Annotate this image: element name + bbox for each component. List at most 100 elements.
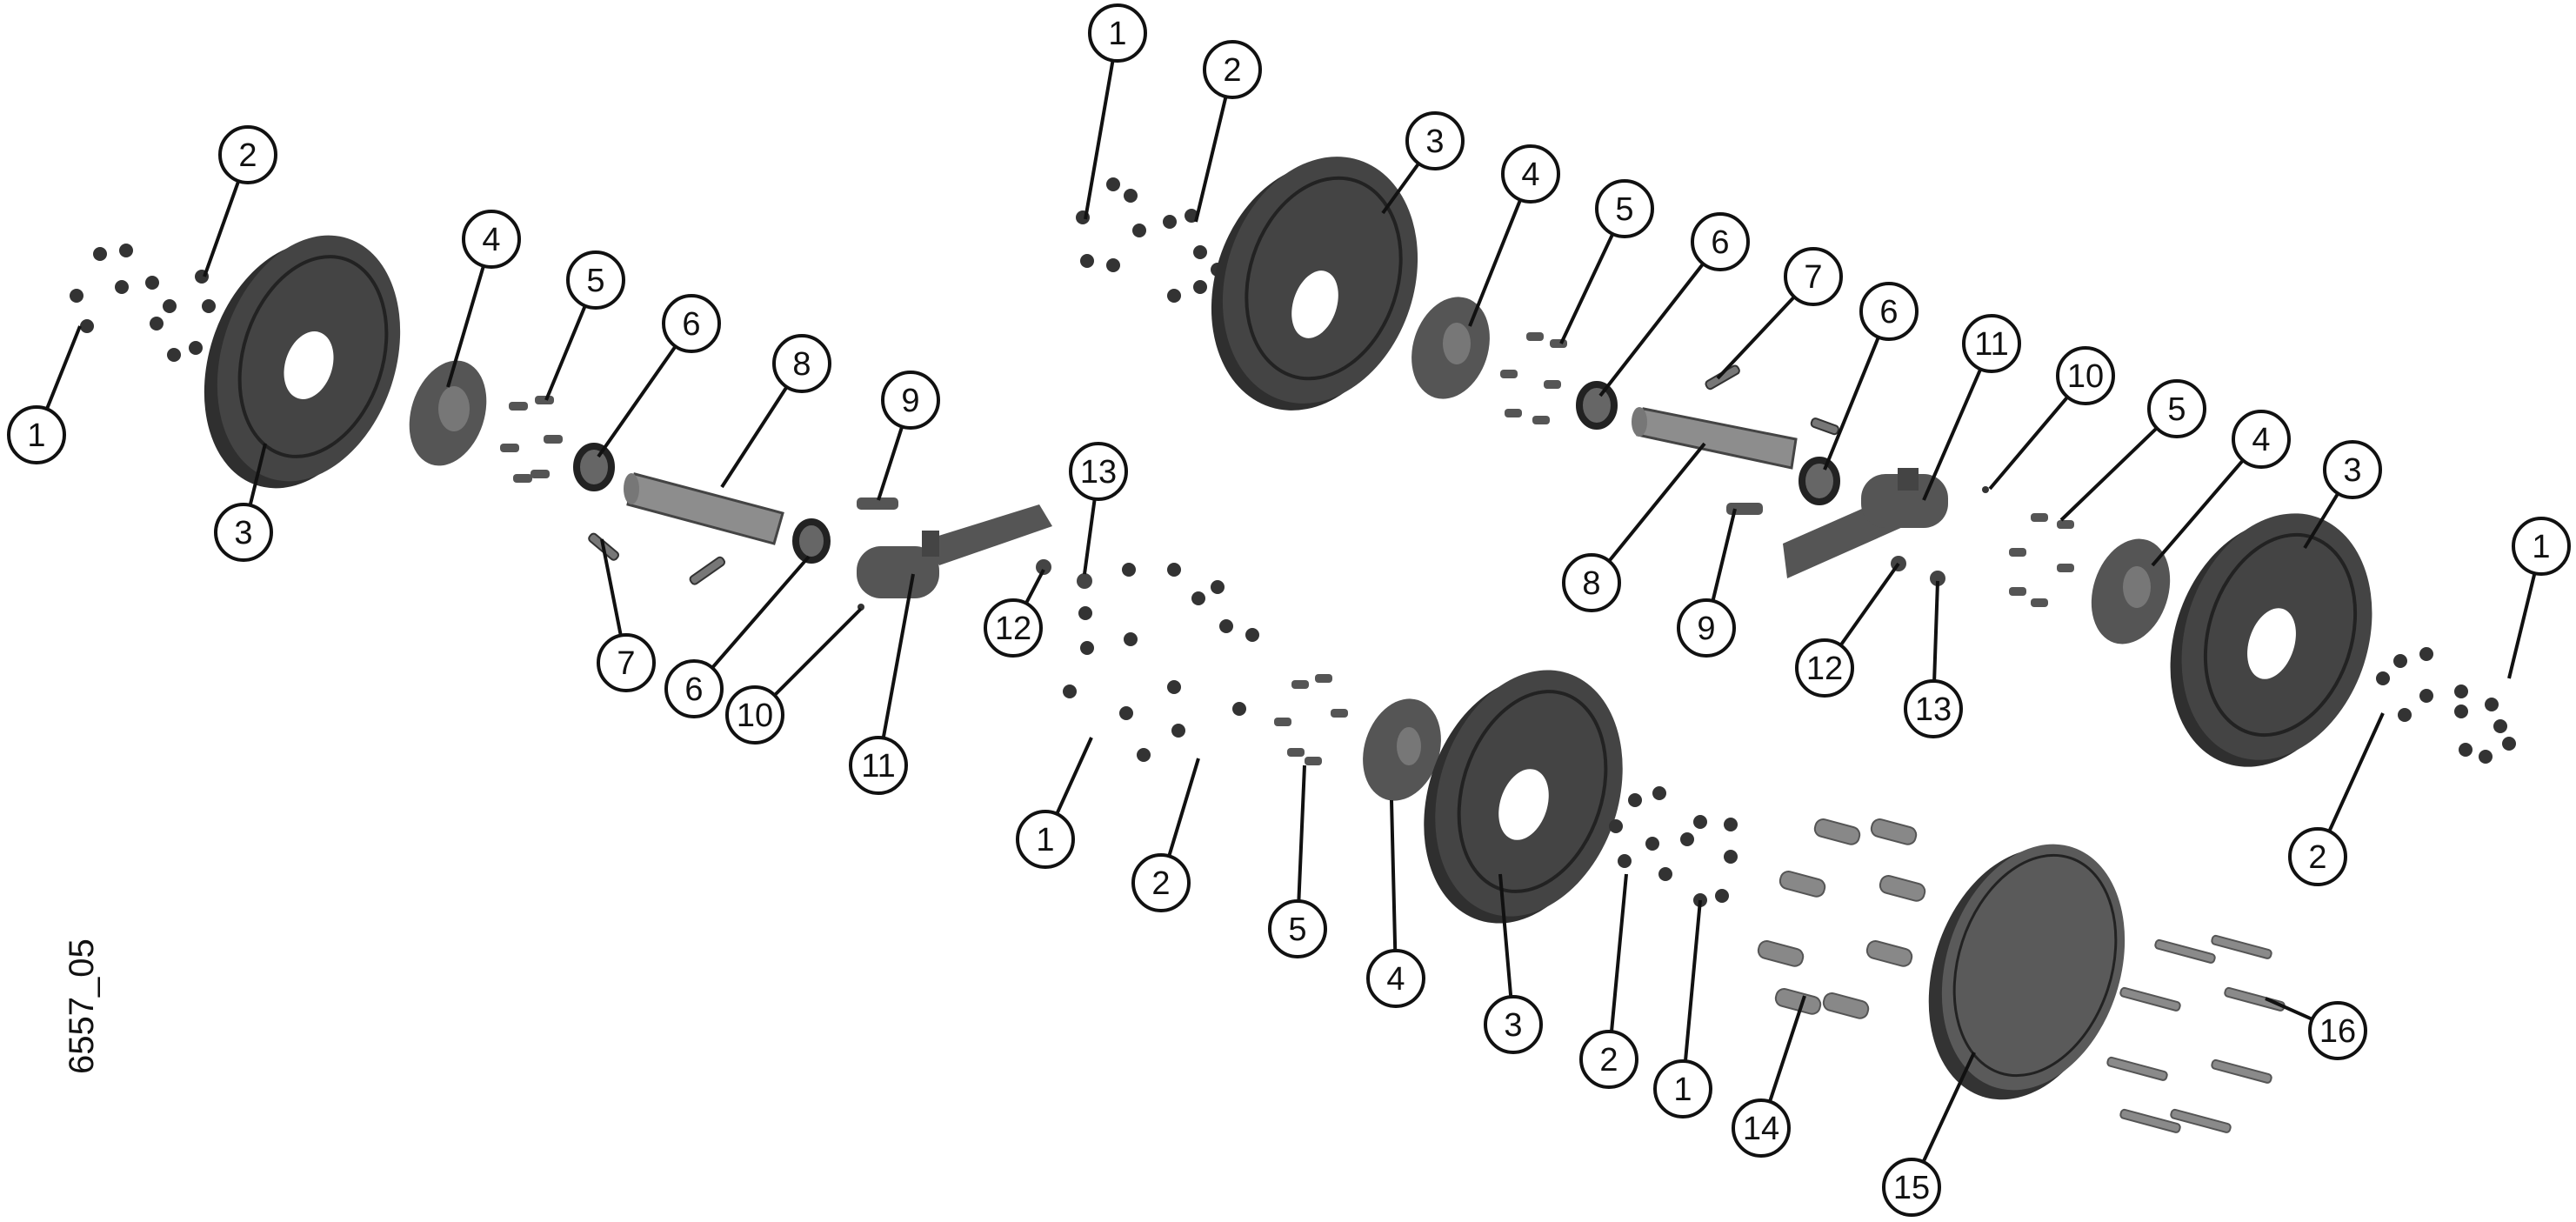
callout-number: 7 xyxy=(617,645,635,682)
callout-circle xyxy=(1069,442,1128,501)
right-nut-cluster-right xyxy=(2376,647,2516,764)
callout-3: 3 xyxy=(214,503,273,562)
callout-3: 3 xyxy=(1484,995,1543,1054)
callout-number: 5 xyxy=(586,263,604,299)
callout-5: 5 xyxy=(1595,179,1654,238)
leader-line xyxy=(1598,263,1705,397)
left-lever-arm xyxy=(857,504,1052,598)
callout-15: 15 xyxy=(1882,1158,1941,1217)
callout-3: 3 xyxy=(2323,440,2382,499)
leader-line xyxy=(720,385,789,489)
right-hub-lower xyxy=(2091,538,2171,644)
leader-line xyxy=(1839,562,1900,647)
callout-1: 1 xyxy=(1088,3,1147,63)
leader-line xyxy=(2151,458,2245,567)
callout-7: 7 xyxy=(597,633,656,692)
callout-circle xyxy=(1691,212,1750,271)
leader-line xyxy=(45,325,82,411)
leader-line xyxy=(1711,508,1737,602)
leader-line xyxy=(2327,712,2385,832)
leader-line xyxy=(248,443,267,506)
center-flywheel xyxy=(1424,670,1623,924)
center-nut-cluster-left xyxy=(1063,563,1259,762)
callout-13: 13 xyxy=(1069,442,1128,501)
callout-number: 12 xyxy=(1806,651,1843,687)
callout-circle xyxy=(2147,379,2206,438)
callout-circle xyxy=(2308,1001,2367,1060)
leader-line xyxy=(1055,737,1093,815)
callout-number: 10 xyxy=(737,698,773,734)
callout-circle xyxy=(725,685,784,745)
callout-number: 13 xyxy=(1080,454,1117,491)
callout-circle xyxy=(1405,111,1465,170)
callout-number: 6 xyxy=(1879,294,1898,331)
left-bolts xyxy=(500,396,563,483)
left-shaft xyxy=(624,472,784,545)
left-flywheel xyxy=(204,235,401,489)
leader-line xyxy=(711,555,811,670)
callout-5: 5 xyxy=(566,250,625,310)
callout-number: 14 xyxy=(1743,1111,1779,1147)
callout-circle xyxy=(1732,1098,1791,1158)
leader-line xyxy=(1084,60,1115,220)
callout-11: 11 xyxy=(849,736,908,795)
right-bolt-9 xyxy=(1726,503,1763,515)
callout-circle xyxy=(218,125,277,184)
callout-1: 1 xyxy=(1016,810,1075,869)
callout-circle xyxy=(1882,1158,1941,1217)
callout-number: 16 xyxy=(2319,1013,2356,1050)
callout-12: 12 xyxy=(1795,638,1854,698)
callout-number: 6 xyxy=(682,306,700,343)
callout-number: 2 xyxy=(1599,1042,1618,1078)
callout-6: 6 xyxy=(662,294,721,353)
callout-number: 5 xyxy=(1288,911,1306,948)
leader-line xyxy=(2507,572,2537,679)
callout-number: 8 xyxy=(1582,565,1600,602)
callout-circle xyxy=(597,633,656,692)
callout-number: 2 xyxy=(1223,52,1241,89)
leader-line xyxy=(544,304,587,401)
callout-number: 11 xyxy=(1974,326,2008,363)
callout-3: 3 xyxy=(1405,111,1465,170)
left-bearing-upper xyxy=(573,443,615,491)
leader-line xyxy=(1381,162,1420,215)
callout-circle xyxy=(1366,949,1425,1008)
callout-circle xyxy=(1904,679,1963,738)
left-part-13 xyxy=(1077,573,1092,589)
callout-circle xyxy=(1501,144,1560,204)
left-hub xyxy=(409,360,487,466)
callout-circle xyxy=(566,250,625,310)
callout-circle xyxy=(984,598,1043,658)
leader-line xyxy=(1768,995,1806,1103)
right-bolts-lower xyxy=(2009,513,2074,607)
leader-line xyxy=(1194,96,1228,223)
callout-2: 2 xyxy=(2288,827,2347,886)
callout-6: 6 xyxy=(1691,212,1750,271)
callout-circle xyxy=(2512,517,2571,576)
callout-9: 9 xyxy=(881,371,940,430)
callout-circle xyxy=(1859,282,1919,341)
callout-number: 1 xyxy=(1036,822,1054,858)
right-bolts-upper xyxy=(1500,332,1567,424)
callout-circle xyxy=(849,736,908,795)
callout-circle xyxy=(1203,40,1262,99)
figure-reference-code: 6557_05 xyxy=(63,938,101,1074)
leader-line xyxy=(773,607,863,697)
leader-line xyxy=(2265,997,2313,1021)
callout-circle xyxy=(462,210,521,269)
callout-1: 1 xyxy=(7,405,66,464)
leader-line xyxy=(1559,233,1615,344)
callout-circle xyxy=(2323,440,2382,499)
leader-line xyxy=(1716,295,1796,380)
callout-1: 1 xyxy=(2512,517,2571,576)
callout-number: 4 xyxy=(1521,157,1539,193)
callout-circle xyxy=(1131,853,1191,912)
callout-number: 4 xyxy=(482,222,500,258)
callout-circle xyxy=(1088,3,1147,63)
leader-line xyxy=(600,538,623,636)
leader-line xyxy=(597,345,677,458)
callout-7: 7 xyxy=(1784,247,1843,306)
callout-number: 3 xyxy=(1425,124,1444,160)
callout-number: 15 xyxy=(1893,1170,1930,1206)
